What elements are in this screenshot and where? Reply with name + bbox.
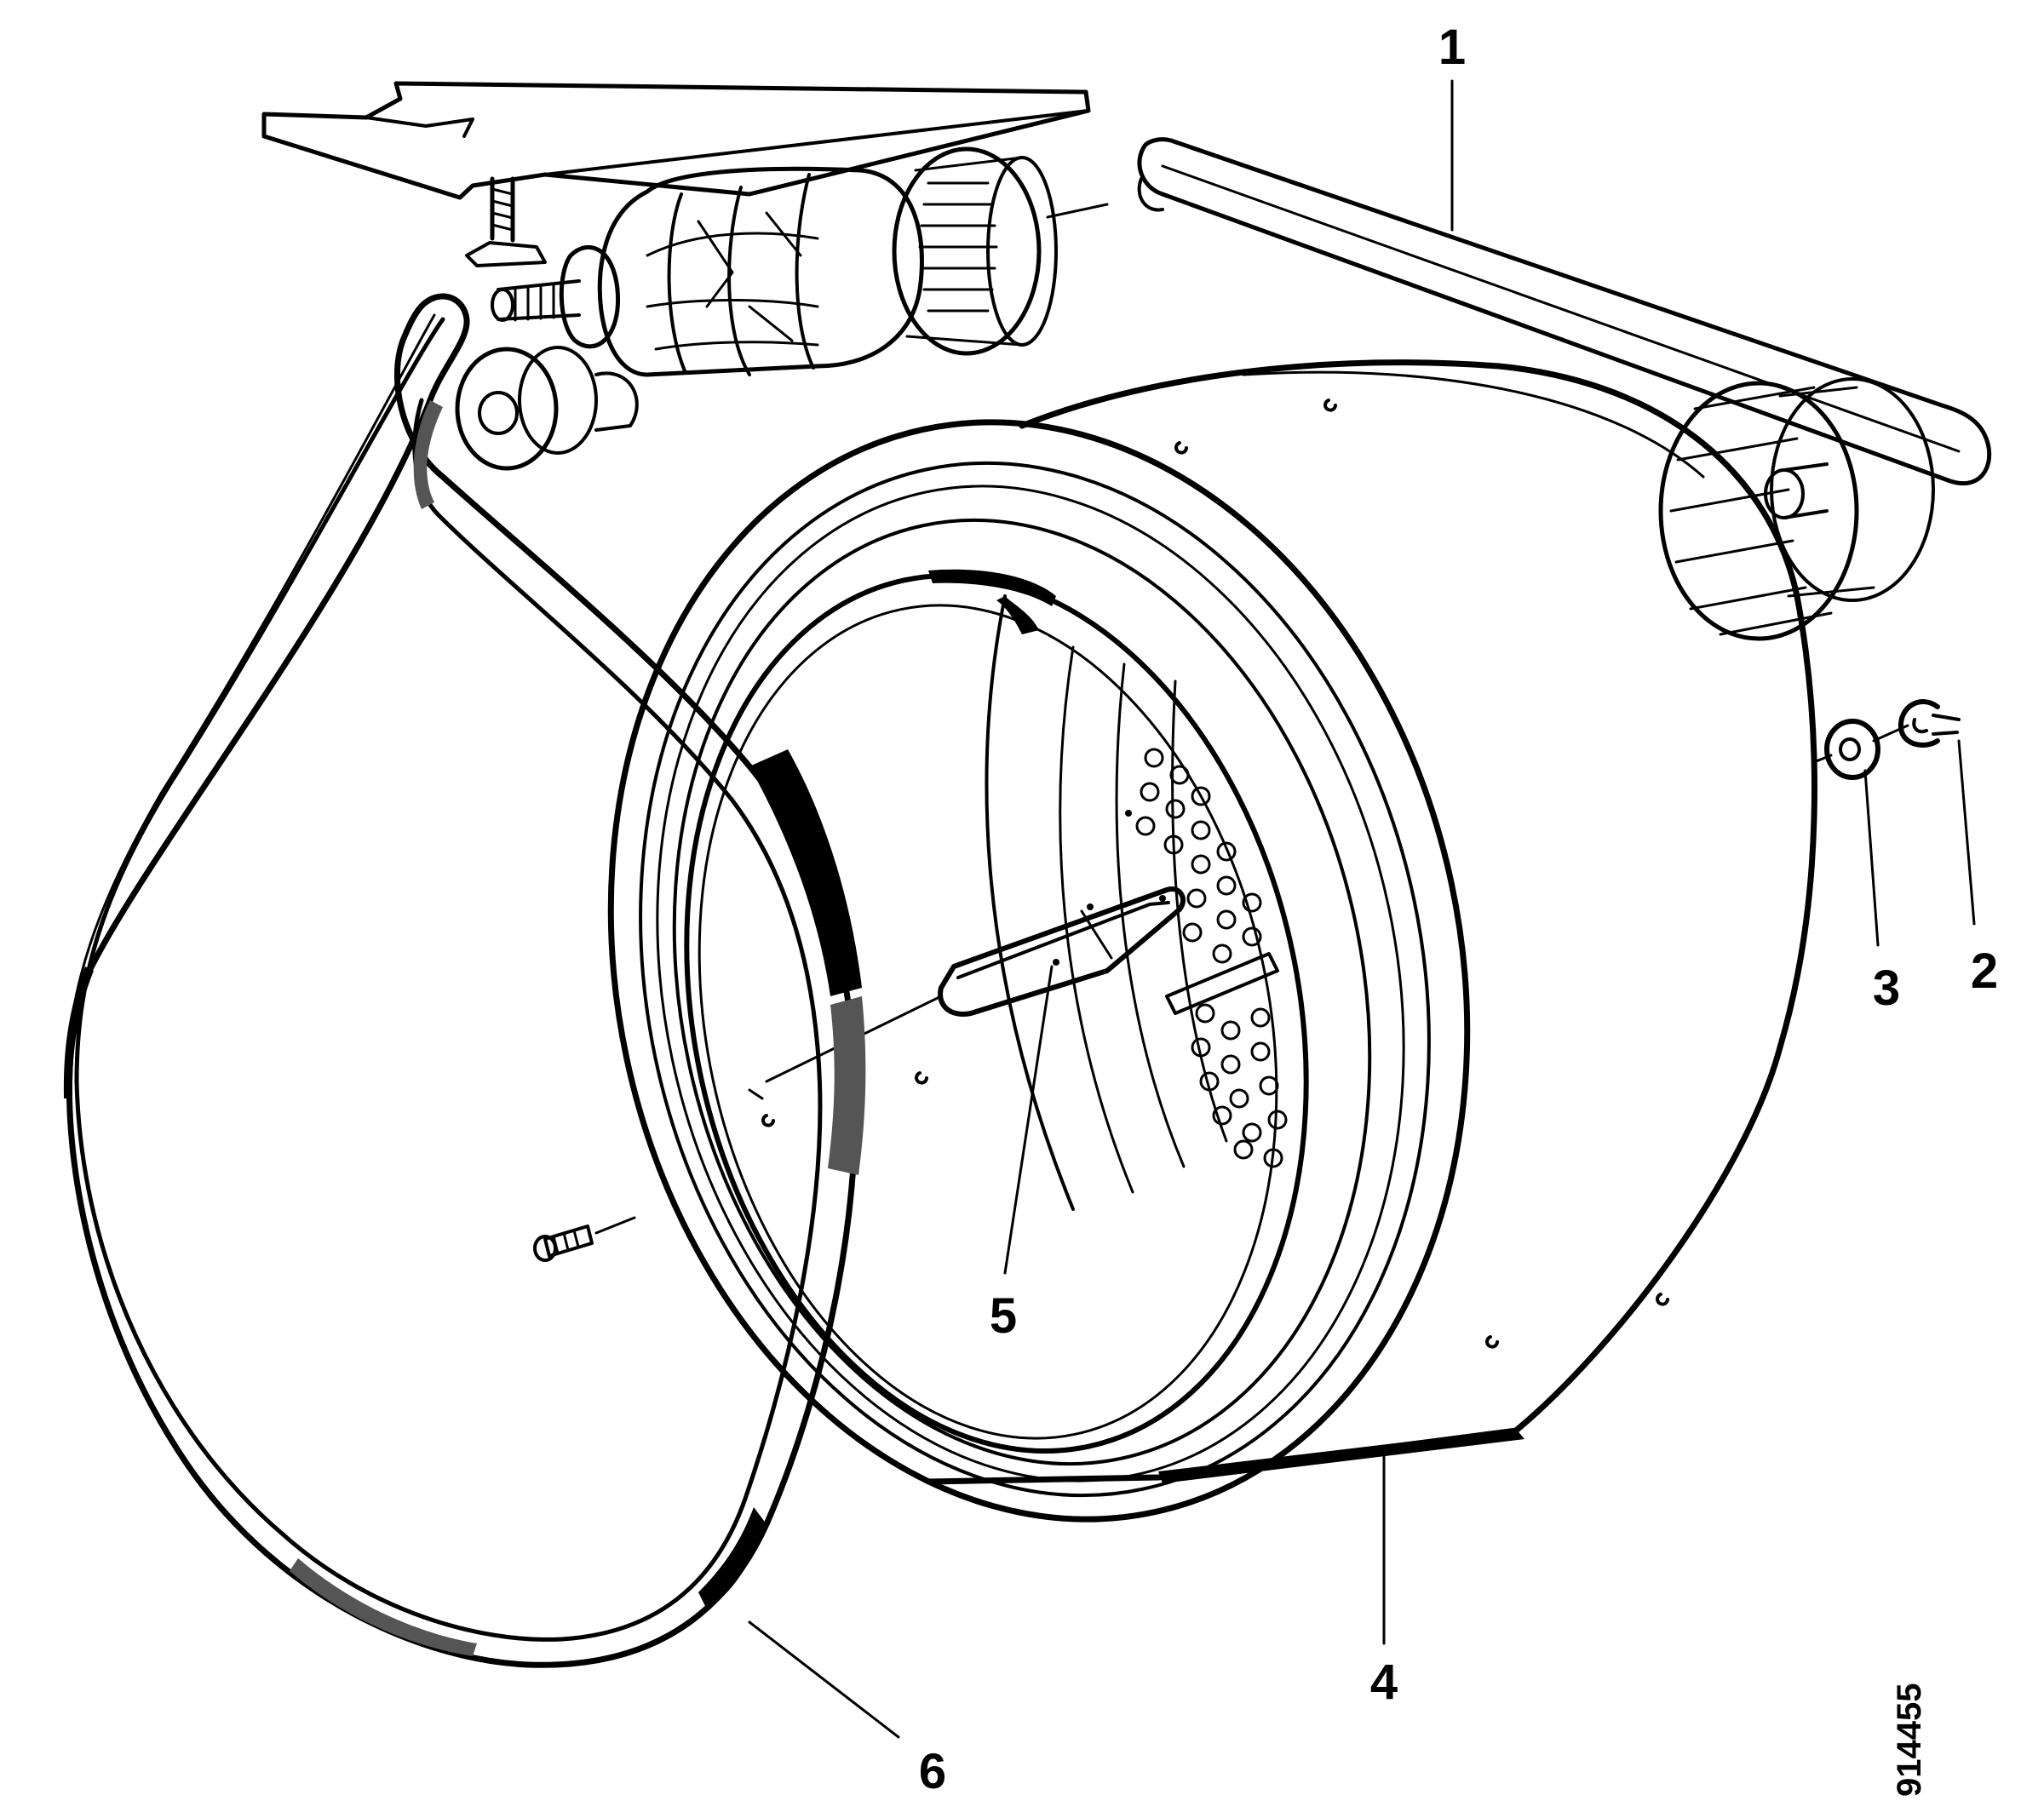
callouts: 1 2 3 4 5 6 bbox=[919, 20, 1998, 1799]
drive-belt bbox=[63, 293, 866, 1668]
callout-1: 1 bbox=[1438, 20, 1466, 75]
drum-holes bbox=[761, 399, 1669, 1456]
callout-3: 3 bbox=[1873, 961, 1900, 1016]
callout-5: 5 bbox=[990, 1288, 1017, 1344]
drum bbox=[607, 359, 1817, 1523]
retaining-clip bbox=[1898, 699, 1961, 748]
motor-assembly bbox=[261, 81, 1109, 471]
callout-6: 6 bbox=[919, 1744, 946, 1799]
callout-2: 2 bbox=[1971, 943, 1998, 999]
screw bbox=[533, 1216, 636, 1262]
callout-4: 4 bbox=[1370, 1655, 1398, 1710]
reference-number: 914455 bbox=[1891, 1683, 1928, 1797]
leader-lines bbox=[748, 79, 1976, 1739]
fan-impeller bbox=[1658, 377, 1935, 641]
washer bbox=[1824, 719, 1880, 780]
fan-belt bbox=[1137, 137, 1992, 485]
drum-perforations bbox=[1135, 748, 1288, 1168]
